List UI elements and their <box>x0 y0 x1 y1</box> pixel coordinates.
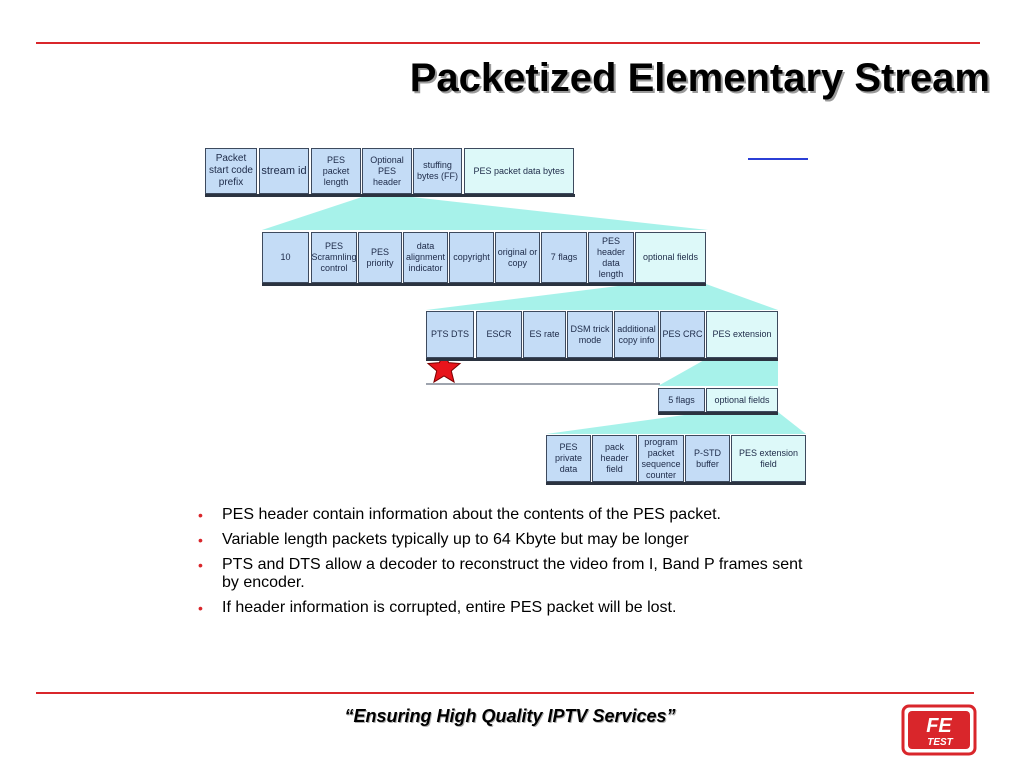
funnel-level2-to-level3 <box>426 284 778 310</box>
stream-id-cell: stream id <box>259 148 309 194</box>
level4-baseline <box>658 412 778 415</box>
pts-dts-cell: PTS DTS <box>426 311 474 358</box>
funnel-level1-to-level2 <box>262 197 708 230</box>
extension-optional-fields-cell: optional fields <box>706 388 778 412</box>
svg-text:TEST: TEST <box>927 737 953 748</box>
dsm-trick-mode-cell: DSM trick mode <box>567 311 613 358</box>
pes-priority-cell: PES priority <box>358 232 402 283</box>
level1-baseline <box>205 194 575 197</box>
bullet-item: •PTS and DTS allow a decoder to reconstr… <box>198 556 803 591</box>
level3-baseline <box>426 358 778 361</box>
bullet-item: •If header information is corrupted, ent… <box>198 599 677 616</box>
pes-packet-data-bytes-cell: PES packet data bytes <box>464 148 574 194</box>
7-flags-cell: 7 flags <box>541 232 587 283</box>
additional-copy-info-cell: additional copy info <box>614 311 659 358</box>
bullet-icon: • <box>198 557 203 573</box>
pes-crc-cell: PES CRC <box>660 311 705 358</box>
level5-baseline <box>546 482 806 485</box>
data-alignment-indicator-cell: data alignment indicator <box>403 232 448 283</box>
pes-structure-diagram: Packet start code prefix stream id PES p… <box>205 148 808 485</box>
bottom-rule <box>36 692 974 694</box>
bullet-item: •PES header contain information about th… <box>198 506 721 523</box>
pes-extension-field-cell: PES extension field <box>731 435 806 482</box>
escr-cell: ESCR <box>476 311 522 358</box>
funnel-connectors <box>262 197 806 434</box>
bullet-item: •Variable length packets typically up to… <box>198 531 689 548</box>
5-flags-cell: 5 flags <box>658 388 705 412</box>
pes-extension-cell: PES extension <box>706 311 778 358</box>
optional-fields-cell: optional fields <box>635 232 706 283</box>
pes-header-data-length-cell: PES header data length <box>588 232 634 283</box>
packet-start-code-prefix-cell: Packet start code prefix <box>205 148 257 194</box>
original-or-copy-cell: original or copy <box>495 232 540 283</box>
funnel-level3-to-level4 <box>658 359 778 386</box>
footer-tagline: “Ensuring High Quality IPTV Services” <box>344 706 676 726</box>
pes-private-data-cell: PES private data <box>546 435 591 482</box>
copyright-cell: copyright <box>449 232 494 283</box>
level2-baseline <box>262 283 706 286</box>
pes-scrambling-control-cell: PES Scramnling control <box>311 232 357 283</box>
funnel-level4-to-level5 <box>546 412 806 434</box>
svg-text:FE: FE <box>926 715 952 737</box>
star-icon <box>426 350 462 384</box>
stuffing-bytes-cell: stuffing bytes (FF) <box>413 148 462 194</box>
bullet-icon: • <box>198 532 203 548</box>
top-rule <box>36 42 980 44</box>
fe-test-logo: FE TEST <box>901 704 977 756</box>
marker-bits-10-cell: 10 <box>262 232 309 283</box>
es-rate-cell: ES rate <box>523 311 566 358</box>
blue-underline-mark <box>748 158 808 160</box>
pack-header-field-cell: pack header field <box>592 435 637 482</box>
slide-title: Packetized Elementary Stream <box>409 56 990 100</box>
bullet-icon: • <box>198 600 203 616</box>
program-packet-sequence-counter-cell: program packet sequence counter <box>638 435 684 482</box>
bullet-list: •PES header contain information about th… <box>196 506 816 624</box>
optional-pes-header-cell: Optional PES header <box>362 148 412 194</box>
bullet-icon: • <box>198 507 203 523</box>
p-std-buffer-cell: P-STD buffer <box>685 435 730 482</box>
pes-packet-length-cell: PES packet length <box>311 148 361 194</box>
